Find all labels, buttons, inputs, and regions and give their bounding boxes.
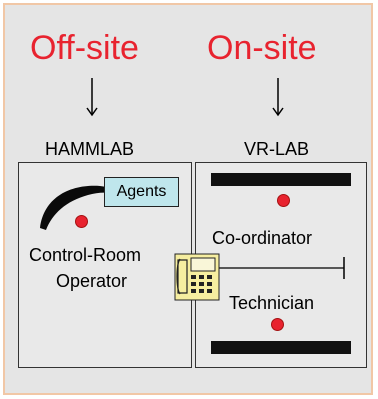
arrow-down-icon xyxy=(272,78,284,117)
vrlab-label: VR-LAB xyxy=(244,139,310,159)
operator-label-line2: Operator xyxy=(56,271,128,291)
technician-dot xyxy=(271,318,284,331)
telephone-icon xyxy=(174,253,220,301)
onsite-label: On-site xyxy=(207,29,317,67)
agents-box: Agents xyxy=(104,177,179,207)
operator-label-line1: Control-Room xyxy=(29,245,142,265)
communication-line xyxy=(212,257,345,279)
coordinator-label: Co-ordinator xyxy=(212,228,313,248)
offsite-label: Off-site xyxy=(30,29,139,67)
operator-dot xyxy=(75,215,88,228)
hammlab-label: HAMMLAB xyxy=(45,139,135,159)
technician-label: Technician xyxy=(229,293,315,313)
operator-desk-icon xyxy=(40,185,116,230)
top-bar xyxy=(211,173,351,186)
arrow-down-icon xyxy=(86,78,98,117)
bottom-bar xyxy=(211,341,351,354)
coordinator-dot xyxy=(277,194,290,207)
